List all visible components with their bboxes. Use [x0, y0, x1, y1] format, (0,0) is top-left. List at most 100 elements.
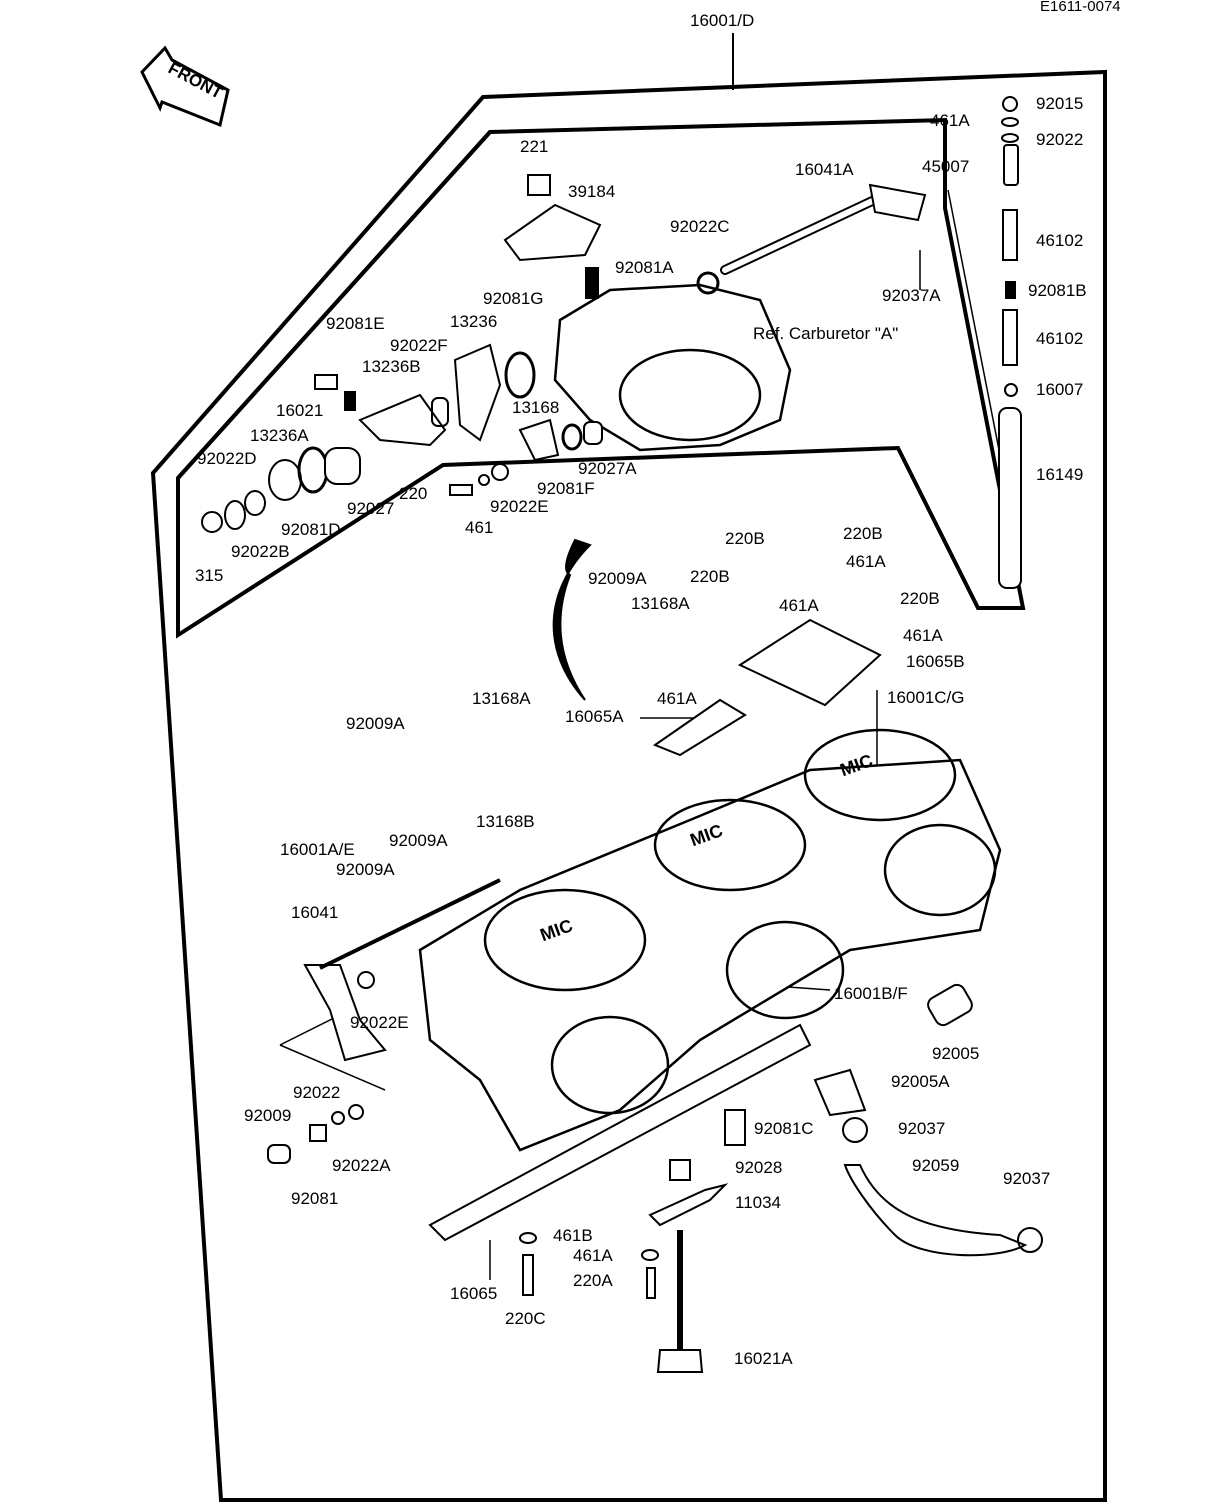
label-16001BF: 16001B/F [834, 984, 908, 1003]
washer-461A-top [1001, 117, 1019, 127]
rod-46102-a [1002, 209, 1018, 261]
label-13168A-b: 13168A [472, 689, 531, 708]
label-92081C: 92081C [754, 1119, 814, 1138]
label-13236B: 13236B [362, 357, 421, 376]
washer-92022C [696, 271, 720, 295]
spring-92081D [297, 446, 329, 494]
label-16021: 16021 [276, 401, 324, 420]
label-461A-e: 461A [573, 1246, 613, 1265]
nut-315 [201, 511, 223, 533]
collar-92027A [583, 421, 603, 445]
adjuster-45007 [1003, 144, 1019, 186]
drawing-id: E1611-0074 [1040, 0, 1121, 15]
label-92009A-d: 92009A [336, 860, 395, 879]
label-92081A: 92081A [615, 258, 674, 277]
label-92037-b: 92037 [1003, 1169, 1051, 1188]
spring-92081B [1005, 281, 1016, 299]
carb-cap-3 [803, 728, 957, 822]
label-16065A: 16065A [565, 707, 624, 726]
label-45007: 45007 [922, 157, 970, 176]
label-92081B: 92081B [1028, 281, 1087, 300]
spring-92081E [344, 391, 356, 411]
label-13236A: 13236A [250, 426, 309, 445]
label-92022E-b: 92022E [350, 1013, 409, 1032]
washer-92022-top [1001, 133, 1019, 143]
shaft-16041 [319, 878, 501, 970]
link-rod-16149 [998, 407, 1022, 589]
label-220C: 220C [505, 1309, 546, 1328]
washer-92022F [431, 397, 449, 427]
washer-92022A [348, 1104, 364, 1120]
stay-plate-16065 [428, 1023, 812, 1242]
label-220B-c: 220B [690, 567, 730, 586]
label-220B-b: 220B [843, 524, 883, 543]
label-92005A: 92005A [891, 1072, 950, 1091]
screw-92009 [267, 1144, 291, 1164]
carb-cap-1 [483, 888, 647, 992]
label-92009: 92009 [244, 1106, 292, 1125]
label-13236: 13236 [450, 312, 498, 331]
clamp-92037-a [842, 1117, 868, 1143]
label-16065B: 16065B [906, 652, 965, 671]
label-92028: 92028 [735, 1158, 783, 1177]
carburetor-a-body [553, 283, 792, 452]
label-39184: 39184 [568, 182, 616, 201]
label-16001CG: 16001C/G [887, 688, 965, 707]
fitting-92005 [927, 983, 973, 1027]
label-220A: 220A [573, 1271, 613, 1290]
collar-92081 [309, 1124, 327, 1142]
label-92009A-c: 92009A [389, 831, 448, 850]
carb-port-1 [550, 1015, 670, 1115]
assembly-frame-outer [150, 69, 1107, 1502]
label-92022B: 92022B [231, 542, 290, 561]
plate-16065B [737, 618, 882, 707]
bracket-39184 [503, 203, 602, 262]
label-92081: 92081 [291, 1189, 339, 1208]
carb-port-3 [883, 823, 997, 917]
washer-461B [519, 1232, 537, 1244]
label-221: 221 [520, 137, 549, 156]
label-220B-d: 220B [900, 589, 940, 608]
label-92022A: 92022A [332, 1156, 391, 1175]
carburetor-a-cap [618, 348, 762, 442]
label-92081D: 92081D [281, 520, 341, 539]
shaft-end-lever [868, 183, 927, 222]
lever-13236B [358, 393, 447, 447]
washer-92022E-b [357, 971, 375, 989]
label-11034: 11034 [735, 1193, 782, 1212]
label-13168: 13168 [512, 398, 560, 417]
label-92022D: 92022D [197, 449, 257, 468]
washer-92022-b [331, 1111, 345, 1125]
label-92081G: 92081G [483, 289, 544, 308]
label-220B-a: 220B [725, 529, 765, 548]
carburetor-bank-body [418, 758, 1002, 1152]
label-220: 220 [399, 484, 428, 503]
plate-16065A [652, 698, 747, 757]
label-92027: 92027 [347, 499, 395, 518]
nut-92015 [1002, 96, 1018, 112]
guide-92028 [669, 1159, 691, 1181]
elbow-92005A [813, 1068, 867, 1117]
hose-92059 [843, 1164, 1028, 1257]
label-461A-top: 461A [930, 111, 970, 130]
carb-port-2 [725, 920, 845, 1020]
label-315: 315 [195, 566, 224, 585]
washer-92022D [224, 500, 246, 530]
label-16041: 16041 [291, 903, 339, 922]
label-461A-b: 461A [779, 596, 819, 615]
label-92022-b: 92022 [293, 1083, 341, 1102]
label-461A-c: 461A [903, 626, 943, 645]
label-92027A: 92027A [578, 459, 637, 478]
screw-220A [646, 1267, 656, 1299]
label-461B: 461B [553, 1226, 593, 1245]
washer-461 [478, 474, 490, 486]
spring-92081G [504, 351, 536, 399]
washer-461A-e [641, 1249, 659, 1261]
label-92037-a: 92037 [898, 1119, 946, 1138]
label-92081F: 92081F [537, 479, 595, 498]
label-92009A-b: 92009A [346, 714, 405, 733]
label-92081E: 92081E [326, 314, 385, 333]
spring-92081C [724, 1109, 746, 1146]
label-92022E-top: 92022E [490, 497, 549, 516]
